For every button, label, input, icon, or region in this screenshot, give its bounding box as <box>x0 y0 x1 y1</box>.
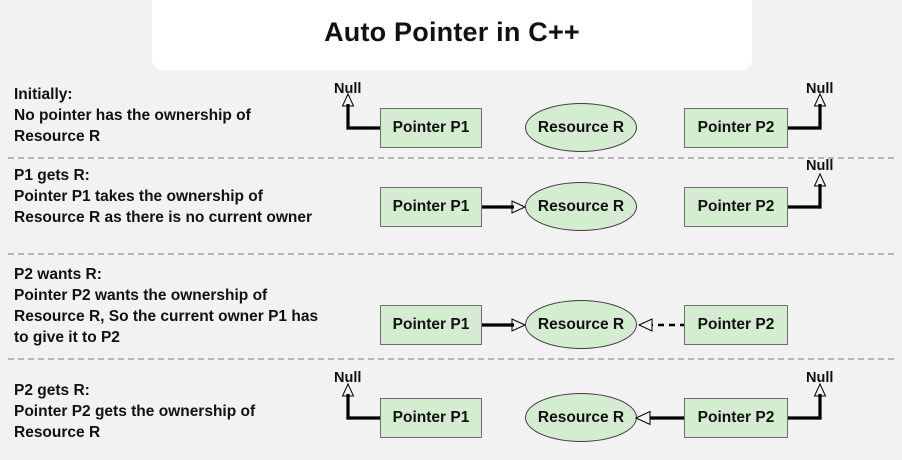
pointer-p2-box[interactable]: Pointer P2 <box>684 187 788 227</box>
row-caption-heading: P1 gets R: <box>14 167 90 184</box>
pointer-p1-label: Pointer P1 <box>392 119 470 136</box>
null-arrow-p1 <box>341 92 380 130</box>
row-caption-body: Pointer P2 gets the ownership of Resourc… <box>14 403 256 441</box>
resource-r-ellipse[interactable]: Resource R <box>525 300 637 349</box>
row-stage-p1-gets-r: Pointer P1 Resource R Pointer P2 Null <box>330 158 902 253</box>
ownership-arrow-p2-to-resource <box>634 410 686 426</box>
row-caption-p2-gets-r: P2 gets R: Pointer P2 gets the ownership… <box>14 380 324 443</box>
pointer-p1-label: Pointer P1 <box>392 316 470 333</box>
row-caption-body: Pointer P1 takes the ownership of Resour… <box>14 188 313 226</box>
row-caption-heading: Initially: <box>14 86 73 103</box>
diagram-row-p2-gets-r: P2 gets R: Pointer P2 gets the ownership… <box>0 362 902 460</box>
resource-r-label: Resource R <box>537 118 625 136</box>
row-divider-3 <box>8 358 894 360</box>
pointer-p1-box[interactable]: Pointer P1 <box>380 305 482 345</box>
pointer-p1-box[interactable]: Pointer P1 <box>380 108 482 148</box>
row-stage-initially: Null Pointer P1 Resource R Pointer P2 Nu… <box>330 78 902 157</box>
row-caption-body: Pointer P2 wants the ownership of Resour… <box>14 287 319 346</box>
ownership-arrow-p1-to-resource <box>482 200 527 214</box>
diagram-row-p1-gets-r: P1 gets R: Pointer P1 takes the ownershi… <box>0 158 902 253</box>
null-label-p1: Null <box>334 370 362 386</box>
pointer-p1-box[interactable]: Pointer P1 <box>380 398 482 438</box>
row-caption-p2-wants-r: P2 wants R: Pointer P2 wants the ownersh… <box>14 264 324 348</box>
null-arrow-p1 <box>341 382 380 420</box>
row-caption-heading: P2 wants R: <box>14 266 102 283</box>
resource-r-label: Resource R <box>537 315 625 333</box>
row-stage-p2-wants-r: Pointer P1 Resource R Pointer P2 <box>330 258 902 358</box>
pointer-p2-box[interactable]: Pointer P2 <box>684 305 788 345</box>
resource-r-ellipse[interactable]: Resource R <box>525 103 637 152</box>
resource-r-ellipse[interactable]: Resource R <box>525 393 637 442</box>
null-label-p2: Null <box>806 158 834 174</box>
pointer-p1-box[interactable]: Pointer P1 <box>380 187 482 227</box>
pointer-p2-label: Pointer P2 <box>697 198 775 215</box>
page-title: Auto Pointer in C++ <box>324 16 580 47</box>
row-divider-1 <box>8 157 894 159</box>
row-caption-body: No pointer has the ownership of Resource… <box>14 107 251 145</box>
null-label-p2: Null <box>806 370 834 386</box>
row-caption-p1-gets-r: P1 gets R: Pointer P1 takes the ownershi… <box>14 165 324 228</box>
resource-r-ellipse[interactable]: Resource R <box>525 182 637 231</box>
row-stage-p2-gets-r: Null Pointer P1 Resource R Pointer P2 Nu… <box>330 362 902 460</box>
diagram-row-p2-wants-r: P2 wants R: Pointer P2 wants the ownersh… <box>0 258 902 358</box>
ownership-arrow-p1-to-resource <box>482 318 527 332</box>
null-label-p1: Null <box>334 81 362 97</box>
null-label-p2: Null <box>806 81 834 97</box>
diagram-row-initially: Initially: No pointer has the ownership … <box>0 78 902 157</box>
pointer-p2-box[interactable]: Pointer P2 <box>684 398 788 438</box>
pointer-p1-label: Pointer P1 <box>392 198 470 215</box>
null-arrow-p2 <box>788 172 827 209</box>
resource-r-label: Resource R <box>537 408 625 426</box>
row-divider-2 <box>8 253 894 255</box>
null-arrow-p2 <box>788 382 827 420</box>
pointer-p2-box[interactable]: Pointer P2 <box>684 108 788 148</box>
title-card: Auto Pointer in C++ <box>152 0 752 70</box>
null-arrow-p2 <box>788 92 827 130</box>
row-caption-initially: Initially: No pointer has the ownership … <box>14 84 324 147</box>
request-arrow-p2-to-resource <box>637 318 686 332</box>
row-caption-heading: P2 gets R: <box>14 382 90 399</box>
pointer-p2-label: Pointer P2 <box>697 119 775 136</box>
pointer-p1-label: Pointer P1 <box>392 409 470 426</box>
pointer-p2-label: Pointer P2 <box>697 316 775 333</box>
resource-r-label: Resource R <box>537 197 625 215</box>
pointer-p2-label: Pointer P2 <box>697 409 775 426</box>
